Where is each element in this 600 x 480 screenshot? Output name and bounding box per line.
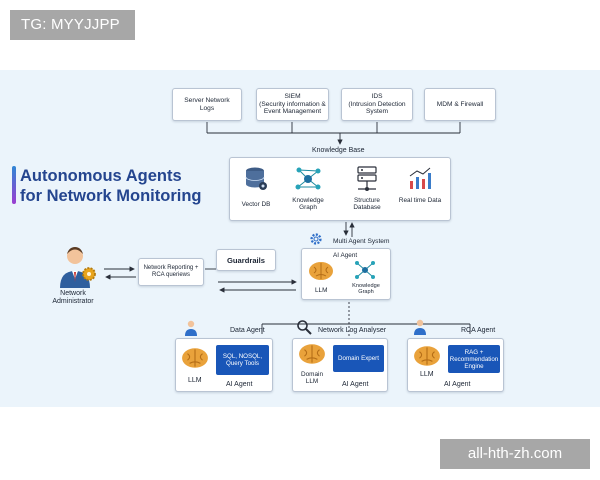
connector-lines	[104, 122, 471, 338]
rca-agent-person-icon	[414, 319, 426, 335]
data-agent-tool: SQL, NOSQL, Query Tools	[216, 345, 269, 375]
kb-item-vector-db: Vector DB	[241, 201, 271, 208]
rca-agent-box: LLM RAG + Recommendation Engine AI Agent	[407, 338, 504, 392]
gear-icon	[310, 233, 322, 245]
server-stack-icon	[357, 166, 377, 191]
brain-icon	[182, 348, 208, 368]
title-accent-bar	[12, 166, 16, 204]
mas-kg-label: Knowledge Graph	[352, 283, 380, 295]
brain-icon	[414, 346, 440, 366]
knowledge-base-box: Vector DB Knowledge Graph Structure	[229, 157, 451, 221]
database-icon	[245, 167, 267, 190]
kb-item-structure-database: Structure Database	[353, 197, 381, 211]
kb-item-realtime-data: Real time Data	[398, 197, 442, 204]
graph-icon	[295, 167, 321, 190]
magnifier-icon	[297, 320, 312, 335]
rca-agent-llm: LLM	[420, 371, 434, 378]
multi-agent-box: AI Agent LLM Knowledge Graph	[301, 248, 391, 300]
realtime-chart-icon	[409, 167, 431, 189]
brain-icon	[309, 262, 333, 280]
log-analyser-footer: AI Agent	[342, 381, 369, 388]
administrator-icon	[60, 247, 96, 288]
rca-agent-footer: AI Agent	[444, 381, 471, 388]
kb-item-knowledge-graph: Knowledge Graph	[292, 197, 324, 211]
rca-agent-tool: RAG + Recommendation Engine	[448, 345, 500, 373]
guardrails-box: Guardrails	[216, 249, 276, 271]
data-agent-box: LLM SQL, NOSQL, Query Tools AI Agent	[175, 338, 273, 392]
log-analyser-label: Network Log Analyser	[318, 327, 387, 334]
log-analyser-llm: Domain LLM	[300, 371, 324, 385]
diagram-title: Autonomous Agents for Network Monitoring	[20, 167, 202, 205]
mas-agent-title: AI Agent	[333, 252, 358, 259]
log-analyser-tool: Domain Expert	[333, 345, 384, 372]
brain-icon	[299, 344, 325, 364]
data-agent-footer: AI Agent	[226, 381, 253, 388]
guardrails-label: Guardrails	[227, 255, 265, 265]
multi-agent-label: Multi Agent System	[333, 238, 390, 245]
data-agent-llm: LLM	[188, 377, 202, 384]
administrator-label: Network Administrator	[52, 290, 94, 305]
source-siem: SIEM(Security information & Event Manage…	[256, 88, 329, 121]
rca-agent-label: RCA Agent	[461, 327, 496, 334]
watermark: all-hth-zh.com	[440, 439, 590, 469]
reporting-box: Network Reporting + RCA queriews	[138, 258, 204, 286]
data-agent-person-icon	[185, 320, 197, 336]
knowledge-graph-icon	[355, 261, 375, 279]
source-mdm-firewall: MDM & Firewall	[424, 88, 496, 121]
log-analyser-box: Domain LLM Domain Expert AI Agent	[292, 338, 388, 392]
data-agent-label: Data Agent	[230, 327, 265, 334]
knowledge-base-label: Knowledge Base	[312, 147, 365, 154]
source-ids: IDS(Intrusion Detection System	[341, 88, 413, 121]
mas-llm-label: LLM	[315, 287, 328, 294]
telegram-tag: TG: MYYJJPP	[10, 10, 135, 40]
